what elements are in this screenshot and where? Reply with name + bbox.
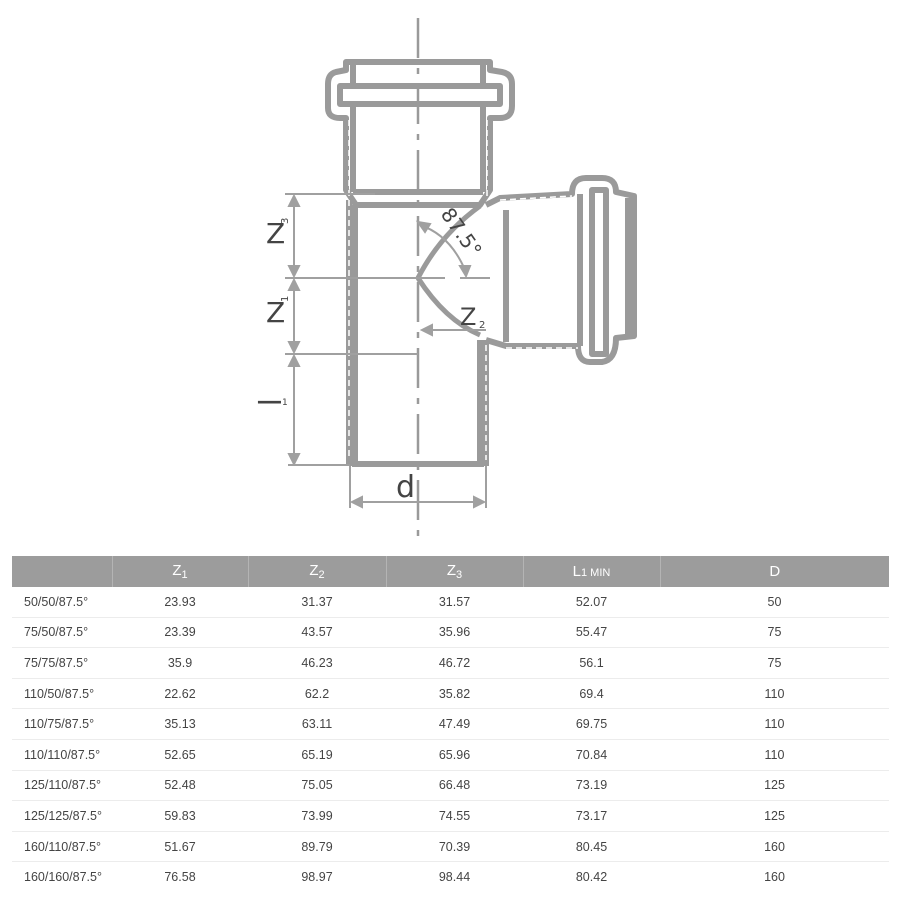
- cell-z3: 46.72: [386, 647, 523, 679]
- tee-drawing-svg: Z 3 Z 1 Z 2 l 1 d 87.5°: [250, 18, 637, 540]
- cell-z1: 52.65: [112, 739, 248, 771]
- cell-z1: 22.62: [112, 678, 248, 710]
- cell-l1-min: 69.75: [523, 708, 660, 740]
- cell-l1-min: 80.42: [575, 870, 608, 885]
- cell-d: 75: [660, 617, 889, 649]
- cell-size: 125/125/87.5°: [12, 800, 112, 832]
- cell-size: 50/50/87.5°: [12, 587, 112, 618]
- cell-z3: 35.96: [386, 617, 523, 649]
- cell-d: 125: [660, 770, 889, 802]
- cell-z1: 76.58: [164, 870, 196, 885]
- cell-z1: 59.83: [112, 800, 248, 832]
- cell-d: 110: [660, 708, 889, 740]
- cell-d: 110: [660, 678, 889, 710]
- cell-z3: 74.55: [386, 800, 523, 832]
- cell-z2: 73.99: [248, 800, 386, 832]
- tee-fitting-diagram: Z 3 Z 1 Z 2 l 1 d 87.5°: [250, 18, 637, 540]
- cell-d: 125: [660, 800, 889, 832]
- cell-z2: 89.79: [248, 831, 386, 863]
- cell-z2: 98.97: [301, 870, 333, 885]
- cell-l1-min: 55.47: [523, 617, 660, 649]
- cell-d: 160: [660, 831, 889, 863]
- cell-z3: 35.82: [386, 678, 523, 710]
- label-d: d: [396, 470, 415, 505]
- table-row: 160/110/87.5° 51.67 89.79 70.39 80.45 16…: [12, 831, 889, 863]
- cell-z3: 31.57: [386, 587, 523, 618]
- label-z3: Z: [266, 217, 285, 250]
- table-row: 110/75/87.5° 35.13 63.11 47.49 69.75 110: [12, 708, 889, 740]
- label-z2-sub: 2: [479, 320, 485, 331]
- cell-size: 160/160/87.5°: [24, 870, 102, 885]
- cell-size: 110/110/87.5°: [12, 739, 112, 771]
- label-z1-sub: 1: [280, 296, 291, 302]
- cell-z1: 23.93: [112, 587, 248, 618]
- cell-size: 160/110/87.5°: [12, 831, 112, 863]
- cell-z3: 98.44: [438, 870, 471, 885]
- cell-z3: 47.49: [386, 708, 523, 740]
- table-row: 50/50/87.5° 23.93 31.37 31.57 52.07 50: [12, 587, 889, 618]
- top-seal-ring: [337, 83, 503, 107]
- label-z3-sub: 3: [280, 218, 291, 224]
- cell-z3: 66.48: [386, 770, 523, 802]
- table-row: 75/75/87.5° 35.9 46.23 46.72 56.1 75: [12, 647, 889, 679]
- label-z1: Z: [266, 296, 285, 329]
- cell-l1-min: 69.4: [523, 678, 660, 710]
- header-z1: Z1: [111, 556, 248, 587]
- cell-z1: 51.67: [112, 831, 248, 863]
- cell-size: 125/110/87.5°: [12, 770, 112, 802]
- cell-z2: 46.23: [248, 647, 386, 679]
- branch-seal-ring: [589, 187, 609, 357]
- header-d: D: [659, 556, 889, 587]
- cell-z3: 65.96: [386, 739, 523, 771]
- cell-z1: 23.39: [112, 617, 248, 649]
- table-row: 125/110/87.5° 52.48 75.05 66.48 73.19 12…: [12, 770, 889, 802]
- cell-z3: 70.39: [386, 831, 523, 863]
- label-z2: Z: [460, 303, 476, 331]
- cell-z2: 31.37: [248, 587, 386, 618]
- cell-l1-min: 80.45: [523, 831, 660, 863]
- cell-d: 75: [660, 647, 889, 679]
- dimensions-table: Z1 Z2 Z3 L1 MIN D 50/50/87.5° 23.93 31.3…: [12, 556, 889, 892]
- header-z3: Z3: [385, 556, 523, 587]
- cell-size: 110/75/87.5°: [12, 708, 112, 740]
- label-l1-sub: 1: [282, 398, 288, 408]
- cell-z2: 65.19: [248, 739, 386, 771]
- cell-l1-min: 52.07: [523, 587, 660, 618]
- cell-size: 110/50/87.5°: [12, 678, 112, 710]
- table-header-row: Z1 Z2 Z3 L1 MIN D: [12, 556, 889, 587]
- header-size: [12, 556, 112, 587]
- cell-z2: 62.2: [248, 678, 386, 710]
- table-row: 125/125/87.5° 59.83 73.99 74.55 73.17 12…: [12, 800, 889, 832]
- cell-z2: 43.57: [248, 617, 386, 649]
- cell-size: 75/50/87.5°: [12, 617, 112, 649]
- cell-size: 75/75/87.5°: [12, 647, 112, 679]
- table-row: 75/50/87.5° 23.39 43.57 35.96 55.47 75: [12, 617, 889, 649]
- cell-l1-min: 73.17: [523, 800, 660, 832]
- cell-l1-min: 70.84: [523, 739, 660, 771]
- header-z2: Z2: [247, 556, 386, 587]
- header-l1-min: L1 MIN: [522, 556, 660, 587]
- table-row: 110/50/87.5° 22.62 62.2 35.82 69.4 110: [12, 678, 889, 710]
- cell-z1: 52.48: [112, 770, 248, 802]
- cell-d: 110: [660, 739, 889, 771]
- cell-z1: 35.13: [112, 708, 248, 740]
- cell-z2: 63.11: [248, 708, 386, 740]
- top-socket-outline: [325, 59, 515, 208]
- cell-l1-min: 73.19: [523, 770, 660, 802]
- cell-z1: 35.9: [112, 647, 248, 679]
- cell-d: 50: [660, 587, 889, 618]
- cell-z2: 75.05: [248, 770, 386, 802]
- cell-l1-min: 56.1: [523, 647, 660, 679]
- label-l1: l: [250, 398, 285, 406]
- table-row: 110/110/87.5° 52.65 65.19 65.96 70.84 11…: [12, 739, 889, 771]
- table-row: 160/160/87.5° 76.58 98.97 98.44 80.42 16…: [12, 862, 889, 892]
- label-angle: 87.5°: [436, 203, 487, 261]
- cell-d: 160: [764, 870, 785, 885]
- branch-outline: [484, 175, 637, 365]
